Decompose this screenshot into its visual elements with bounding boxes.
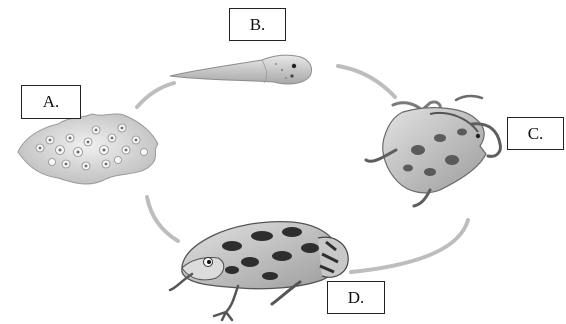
egg-mass-illustration [18, 114, 158, 184]
arc-d-to-a [147, 197, 178, 241]
froglet-illustration [366, 96, 500, 206]
arc-b-to-c [338, 66, 395, 97]
adult-frog-illustration [170, 222, 348, 320]
stage-label-a: A. [21, 85, 81, 119]
stage-label-c: C. [507, 117, 564, 150]
arc-c-to-d [351, 220, 468, 272]
stage-label-b: B. [229, 8, 286, 41]
tadpole-illustration [170, 55, 311, 84]
arc-a-to-b [137, 83, 174, 107]
stage-label-d: D. [327, 281, 385, 314]
